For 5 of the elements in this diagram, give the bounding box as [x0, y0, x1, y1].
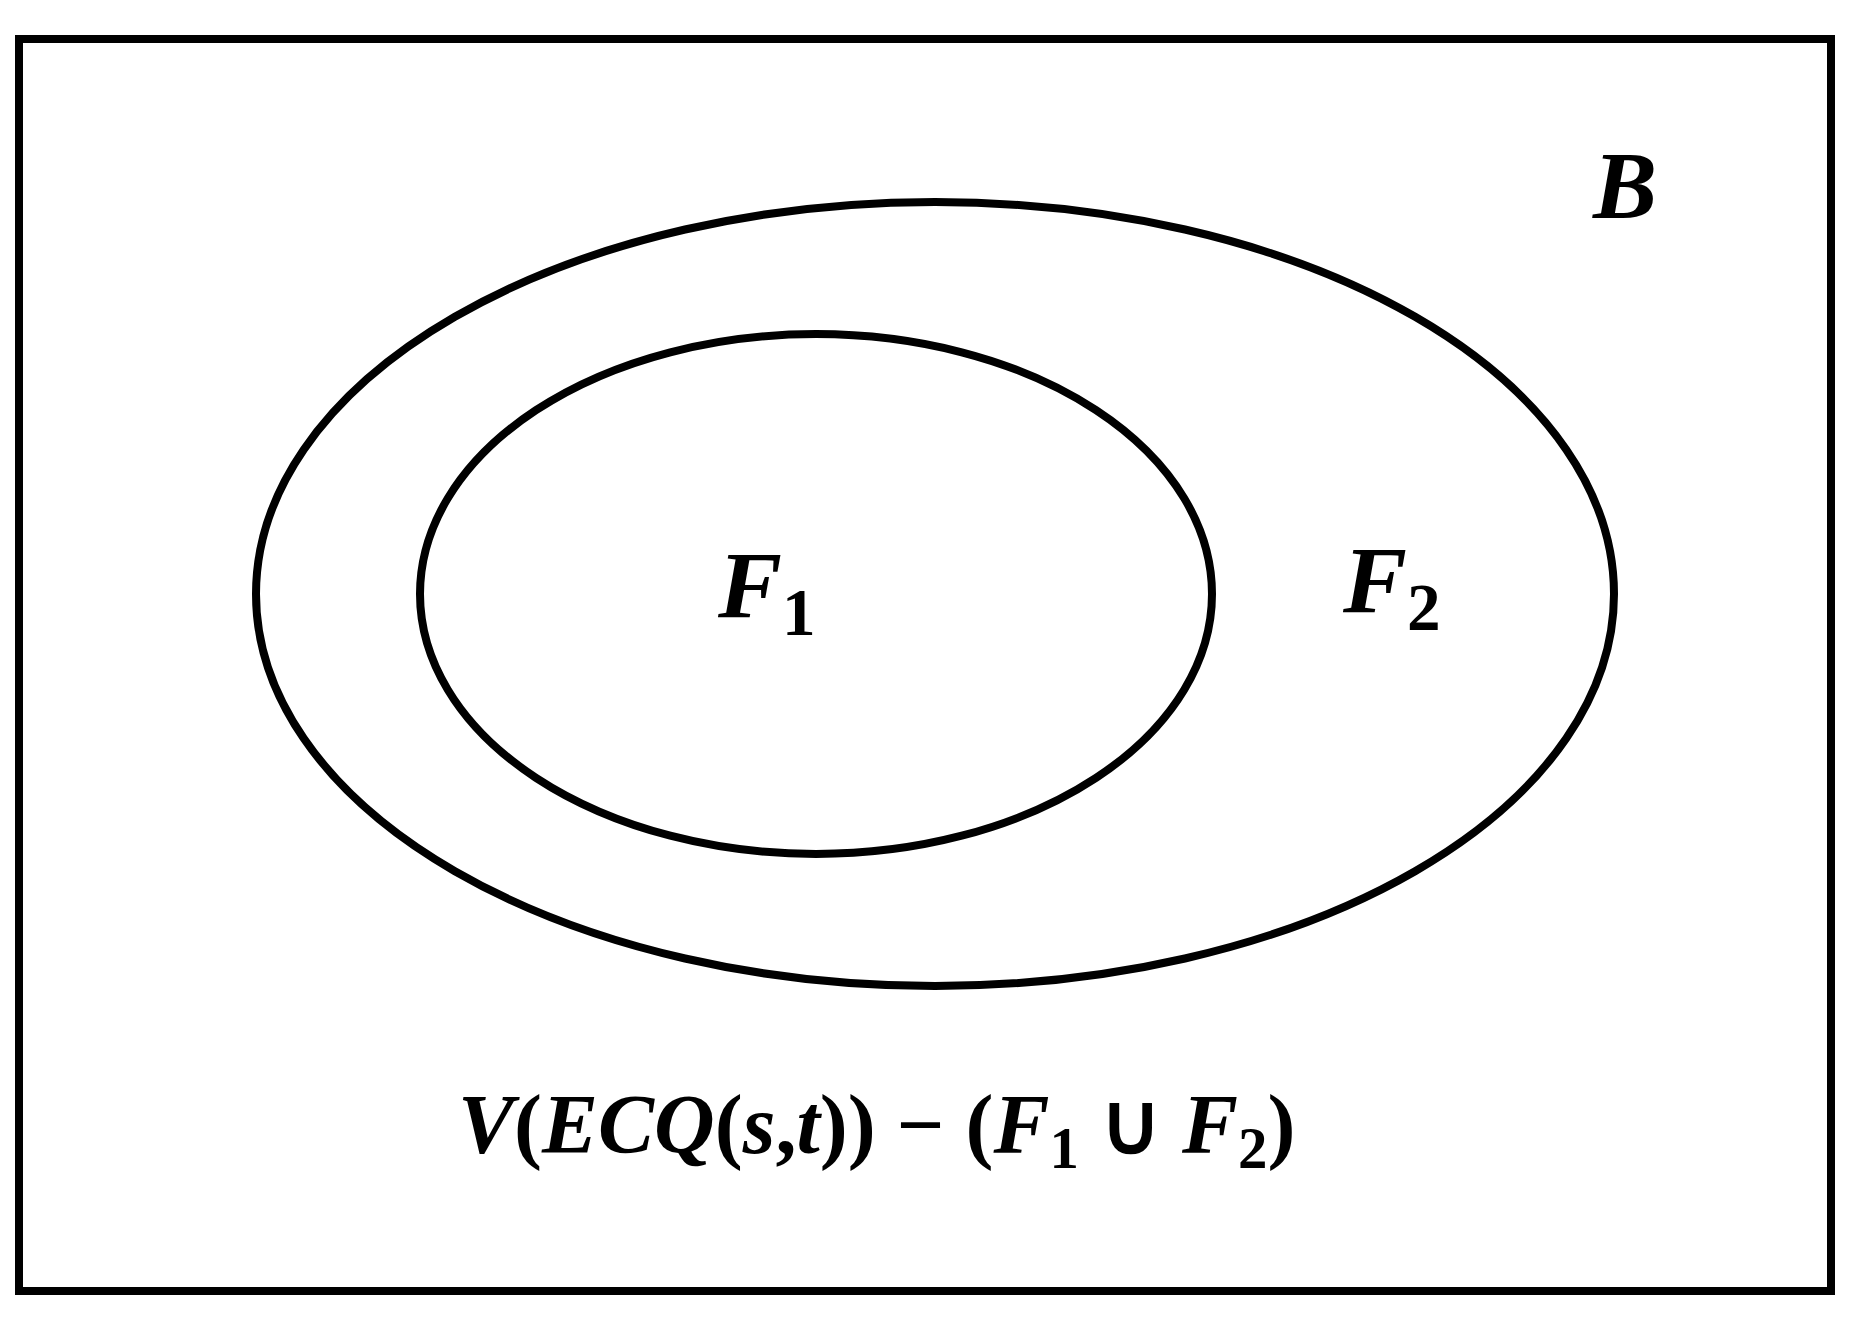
set-label: F$_{2}$: [1343, 533, 1441, 641]
set-label: F$_{1}$: [718, 538, 816, 646]
formula: V(ECQ(s,t)) − (F$_{1}$ ∪ F$_{2}$): [458, 1083, 1296, 1179]
set-box: [15, 35, 1835, 1295]
set-label: B: [1593, 138, 1658, 234]
